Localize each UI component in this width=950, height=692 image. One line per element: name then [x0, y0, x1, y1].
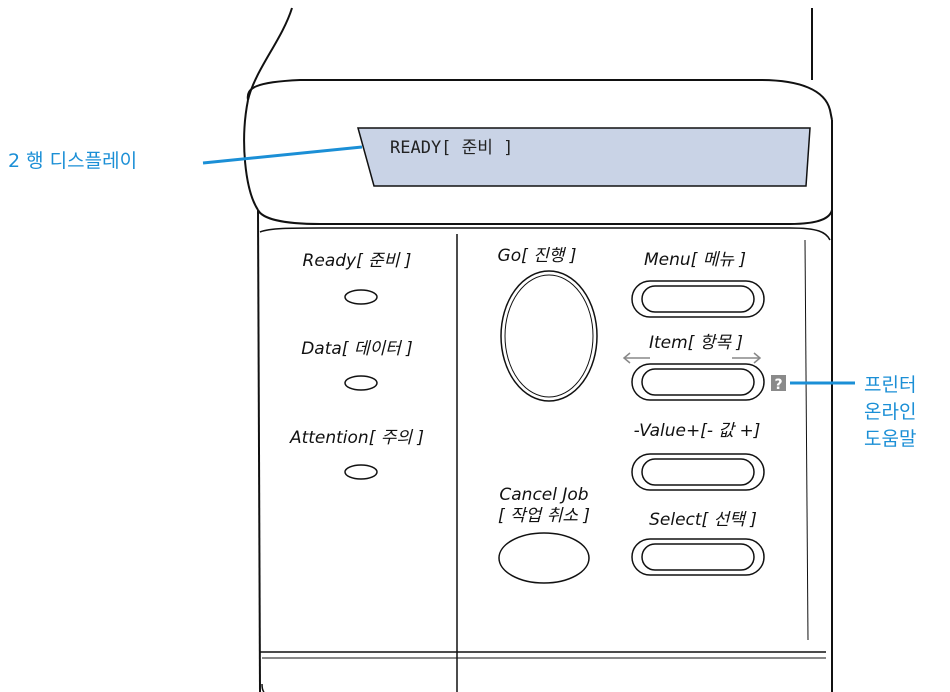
help-callout-line2: 온라인 — [864, 401, 916, 423]
menu-button-outer[interactable] — [631, 280, 765, 318]
help-callout-line1: 프린터 — [864, 374, 916, 396]
ready-light — [344, 289, 378, 305]
select-button-inner — [641, 543, 755, 571]
value-button-outer[interactable] — [631, 453, 765, 491]
online-help-callout: ? 프린터 온라인 도움말 — [771, 374, 916, 450]
help-callout-line3: 도움말 — [864, 428, 916, 450]
help-icon: ? — [774, 377, 782, 393]
ready-light-label: Ready[ 준비 ] — [303, 251, 412, 271]
value-button-label: -Value+[- 값 +] — [634, 421, 761, 441]
go-button-label: Go[ 진행 ] — [498, 246, 577, 266]
display-bezel-bottom — [257, 209, 833, 225]
panel-left-edge — [257, 209, 261, 692]
display-bezel-top — [246, 79, 833, 121]
go-button-inner — [504, 274, 594, 398]
select-button-outer[interactable] — [631, 538, 765, 576]
item-button-label: Item[ 항목 ] — [649, 333, 743, 353]
select-button[interactable]: Select[ 선택 ] — [631, 510, 765, 576]
display-callout-line — [202, 145, 363, 165]
display-bezel-left — [243, 99, 259, 211]
item-button-outer[interactable] — [631, 363, 765, 401]
value-button-inner — [641, 458, 755, 486]
menu-button-inner — [641, 285, 755, 313]
data-light-label: Data[ 데이터 ] — [301, 339, 413, 359]
cancel-job-button-shape[interactable] — [498, 532, 590, 584]
value-button[interactable]: -Value+[- 값 +] — [631, 421, 765, 491]
select-button-label: Select[ 선택 ] — [649, 510, 757, 530]
cancel-job-label-line2: [ 작업 취소 ] — [498, 506, 590, 526]
go-button-shape[interactable] — [500, 270, 598, 402]
menu-button-label: Menu[ 메뉴 ] — [644, 250, 746, 270]
lcd-text: READY[ 준비 ] — [390, 138, 513, 158]
go-button[interactable]: Go[ 진행 ] — [498, 246, 598, 402]
display-callout-label: 2 행 디스플레이 — [8, 150, 137, 172]
item-left-arrow-head — [622, 352, 631, 364]
button-area-bottom — [261, 683, 265, 692]
attention-light — [344, 464, 378, 480]
item-arrows — [622, 352, 762, 364]
help-icon-box — [771, 375, 786, 391]
cancel-job-button[interactable]: Cancel Job [ 작업 취소 ] — [498, 485, 590, 584]
item-button[interactable]: Item[ 항목 ] — [622, 333, 765, 401]
printer-body-outline — [243, 7, 833, 692]
button-area-top — [259, 227, 831, 241]
attention-light-label: Attention[ 주의 ] — [289, 428, 424, 448]
display-callout: 2 행 디스플레이 — [8, 145, 363, 172]
menu-button[interactable]: Menu[ 메뉴 ] — [631, 250, 765, 318]
status-lights: Ready[ 준비 ] Data[ 데이터 ] Attention[ 주의 ] — [289, 251, 424, 480]
item-button-inner — [641, 368, 755, 396]
item-right-arrow-head — [753, 352, 762, 364]
lcd-screen — [357, 127, 811, 187]
data-light — [344, 375, 378, 391]
two-line-display: READY[ 준비 ] — [357, 127, 811, 187]
cancel-job-label-line1: Cancel Job — [499, 485, 588, 505]
button-area-right-curve — [804, 239, 809, 641]
